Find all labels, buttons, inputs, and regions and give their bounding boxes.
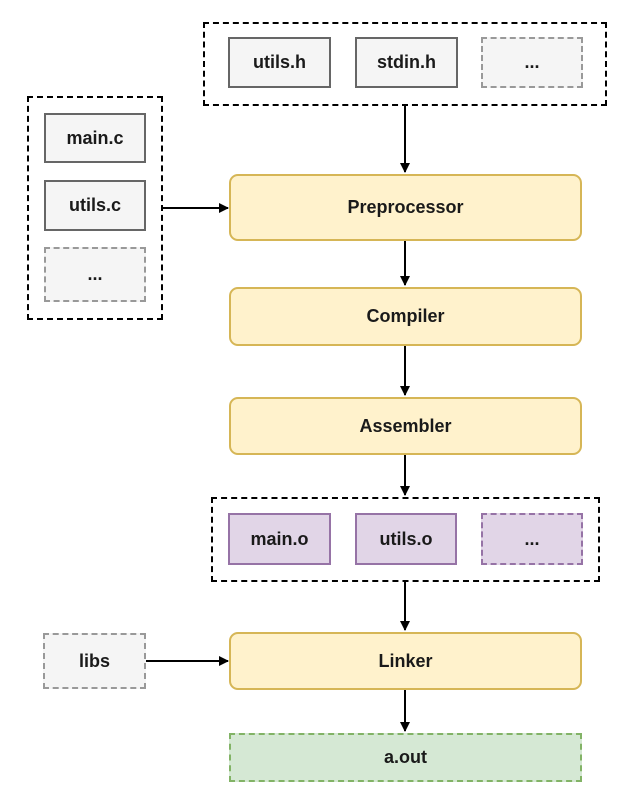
libs-box: libs: [43, 633, 146, 689]
stage-linker: Linker: [229, 632, 582, 690]
source-file-more: ...: [44, 247, 146, 302]
object-files-group: [211, 497, 600, 582]
source-file-utils-c: utils.c: [44, 180, 146, 231]
object-file-utils-o: utils.o: [355, 513, 457, 565]
stage-compiler: Compiler: [229, 287, 582, 346]
object-file-main-o: main.o: [228, 513, 331, 565]
header-files-group: [203, 22, 607, 106]
stage-assembler: Assembler: [229, 397, 582, 455]
header-file-more: ...: [481, 37, 583, 88]
header-file-stdin-h: stdin.h: [355, 37, 458, 88]
header-file-utils-h: utils.h: [228, 37, 331, 88]
source-files-group: [27, 96, 163, 320]
output-executable: a.out: [229, 733, 582, 782]
source-file-main-c: main.c: [44, 113, 146, 163]
stage-preprocessor: Preprocessor: [229, 174, 582, 241]
object-file-more: ...: [481, 513, 583, 565]
